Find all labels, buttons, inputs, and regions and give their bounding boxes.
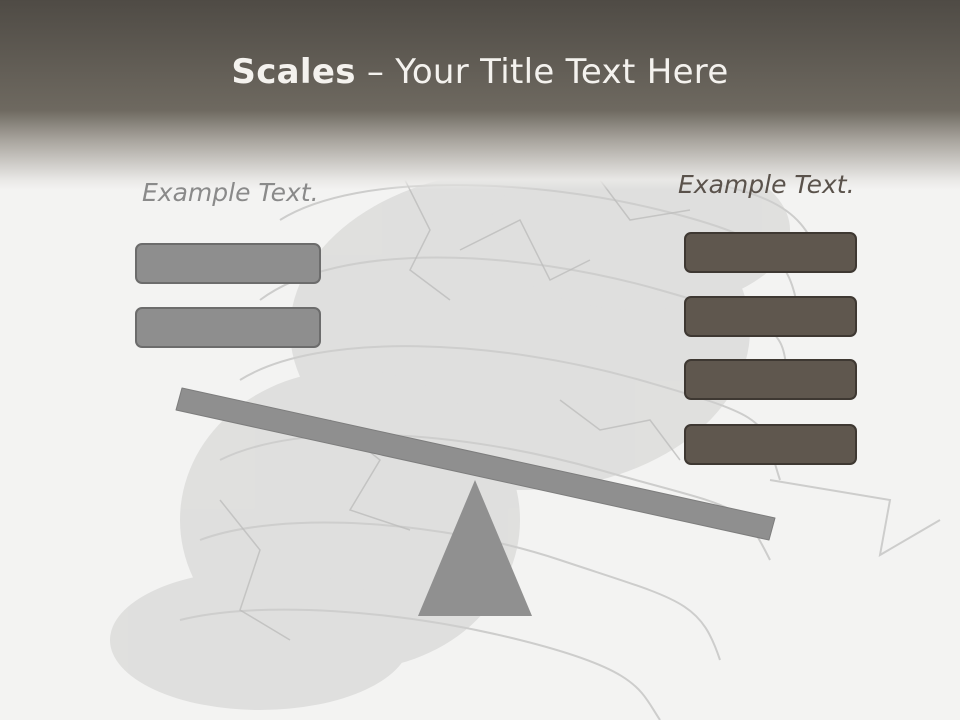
header-band xyxy=(0,0,960,190)
left-box-1[interactable] xyxy=(135,243,321,284)
title-bold: Scales xyxy=(231,52,356,92)
right-box-3[interactable] xyxy=(684,359,857,400)
right-box-1[interactable] xyxy=(684,232,857,273)
scale-beam[interactable] xyxy=(175,387,776,541)
scale-fulcrum[interactable] xyxy=(418,480,532,616)
slide-title[interactable]: Scales – Your Title Text Here xyxy=(0,52,960,92)
right-label[interactable]: Example Text. xyxy=(678,170,855,199)
left-box-2[interactable] xyxy=(135,307,321,348)
left-label[interactable]: Example Text. xyxy=(142,178,319,207)
title-rest: – Your Title Text Here xyxy=(355,52,729,92)
right-box-4[interactable] xyxy=(684,424,857,465)
right-box-2[interactable] xyxy=(684,296,857,337)
